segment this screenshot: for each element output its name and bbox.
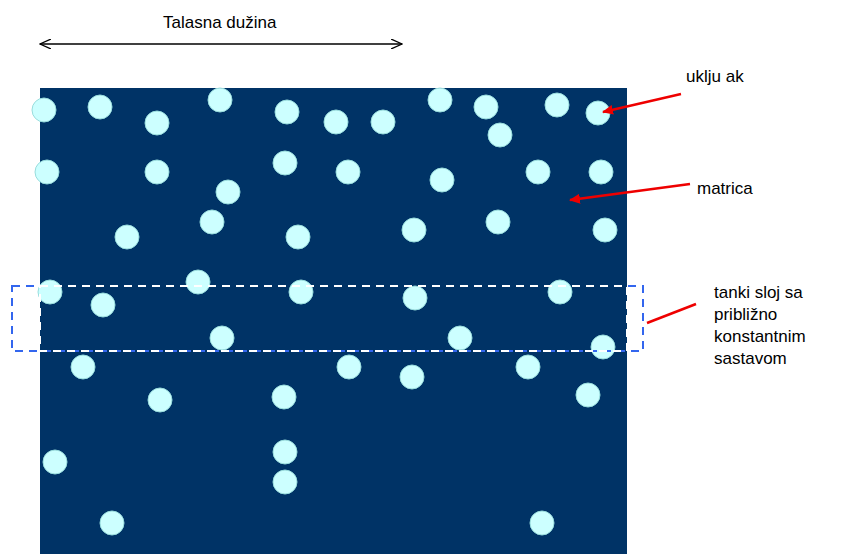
inclusion-dot — [586, 101, 610, 125]
inclusion-dot — [115, 225, 139, 249]
thin-layer — [40, 286, 627, 351]
inclusion-dot — [200, 210, 224, 234]
inclusion-dot — [38, 280, 62, 304]
inclusion-dot — [516, 355, 540, 379]
inclusion-dot — [32, 98, 56, 122]
inclusion-dot — [428, 88, 452, 112]
inclusion-dot — [100, 511, 124, 535]
inclusion-dot — [91, 293, 115, 317]
dimension-label: Talasna dužina — [163, 12, 276, 34]
inclusion-dot — [593, 218, 617, 242]
inclusion-dot — [273, 470, 297, 494]
inclusion-dot — [474, 95, 498, 119]
inclusion-dot — [526, 160, 550, 184]
part-label: matrica — [697, 178, 753, 200]
inclusion-dot — [273, 151, 297, 175]
inclusion-dot — [186, 270, 210, 294]
leader-line — [570, 184, 690, 200]
inclusion-dot — [402, 218, 426, 242]
inclusion-dot — [488, 123, 512, 147]
inclusion-dot — [591, 335, 615, 359]
inclusion-dot — [43, 450, 67, 474]
inclusion-dot — [35, 160, 59, 184]
inclusions — [32, 88, 617, 535]
inclusion-dot — [145, 111, 169, 135]
inclusion-dot — [337, 355, 361, 379]
inclusion-dot — [275, 100, 299, 124]
inclusion-dot — [286, 225, 310, 249]
inclusion-dot — [148, 388, 172, 412]
inclusion-dot — [448, 326, 472, 350]
inclusion-dot — [530, 511, 554, 535]
inclusion-dot — [336, 160, 360, 184]
inclusion-dot — [403, 286, 427, 310]
inclusion-dot — [430, 168, 454, 192]
note-label: tanki sloj sa približno konstantnim sast… — [714, 282, 854, 370]
inclusion-dot — [208, 88, 232, 112]
inclusion-dot — [486, 210, 510, 234]
inclusion-dot — [145, 160, 169, 184]
inclusion-dot — [548, 280, 572, 304]
wavelength-arrow — [40, 43, 402, 44]
layer-bracket — [12, 286, 643, 351]
inclusion-dot — [210, 326, 234, 350]
inclusion-dot — [273, 440, 297, 464]
inclusion-dot — [576, 383, 600, 407]
inclusion-dot — [400, 365, 424, 389]
matrix-block — [40, 88, 627, 554]
inclusion-dot — [272, 385, 296, 409]
inclusion-dot — [71, 355, 95, 379]
part-label: uklju ak — [686, 66, 744, 88]
inclusion-dot — [545, 93, 569, 117]
leader-line — [647, 304, 696, 323]
inclusion-dot — [216, 180, 240, 204]
inclusion-dot — [88, 95, 112, 119]
inclusion-dot — [324, 110, 348, 134]
leader-line — [603, 94, 681, 112]
inclusion-dot — [289, 280, 313, 304]
inclusion-dot — [371, 110, 395, 134]
inclusion-dot — [589, 160, 613, 184]
